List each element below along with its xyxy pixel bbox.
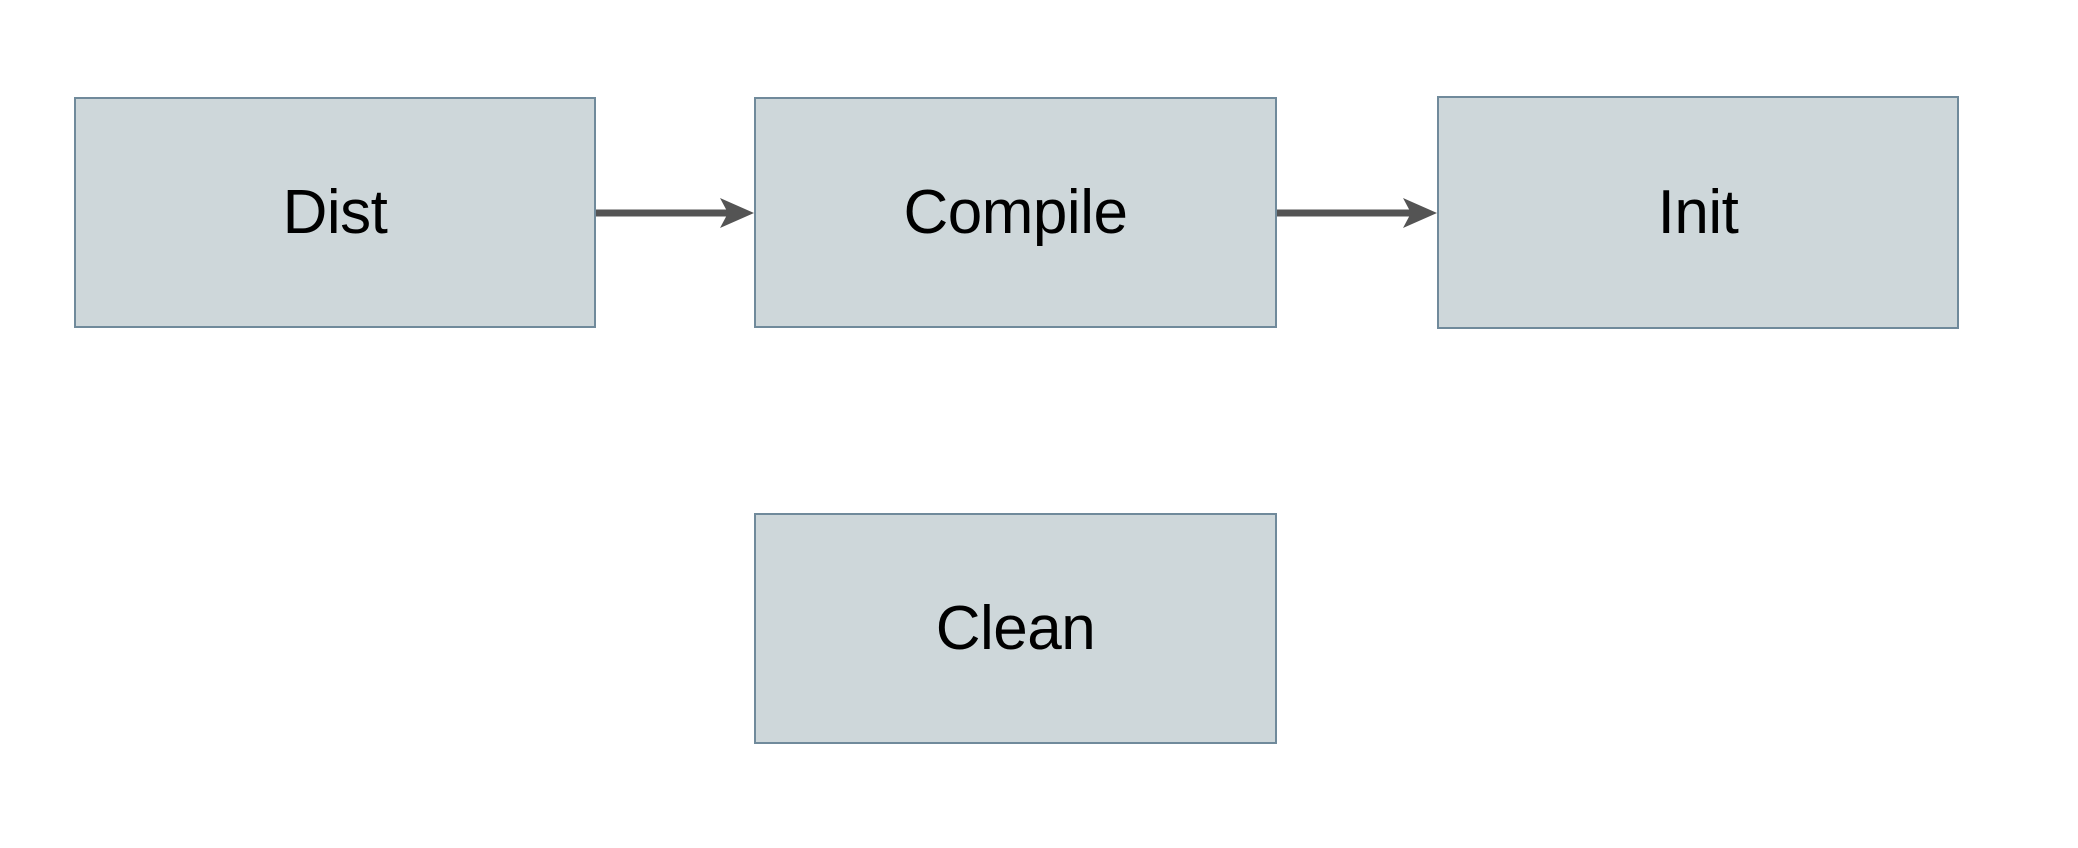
node-label-compile: Compile bbox=[903, 177, 1128, 247]
node-init[interactable]: Init bbox=[1437, 96, 1959, 329]
node-dist[interactable]: Dist bbox=[74, 97, 596, 328]
edge-dist-to-compile[interactable] bbox=[580, 183, 770, 243]
node-clean[interactable]: Clean bbox=[754, 513, 1277, 744]
node-label-clean: Clean bbox=[935, 593, 1096, 663]
node-label-init: Init bbox=[1657, 177, 1739, 247]
arrowhead-icon bbox=[720, 198, 754, 228]
arrowhead-icon bbox=[1403, 198, 1437, 228]
node-label-dist: Dist bbox=[282, 177, 388, 247]
node-compile[interactable]: Compile bbox=[754, 97, 1277, 328]
edge-compile-to-init[interactable] bbox=[1261, 183, 1453, 243]
